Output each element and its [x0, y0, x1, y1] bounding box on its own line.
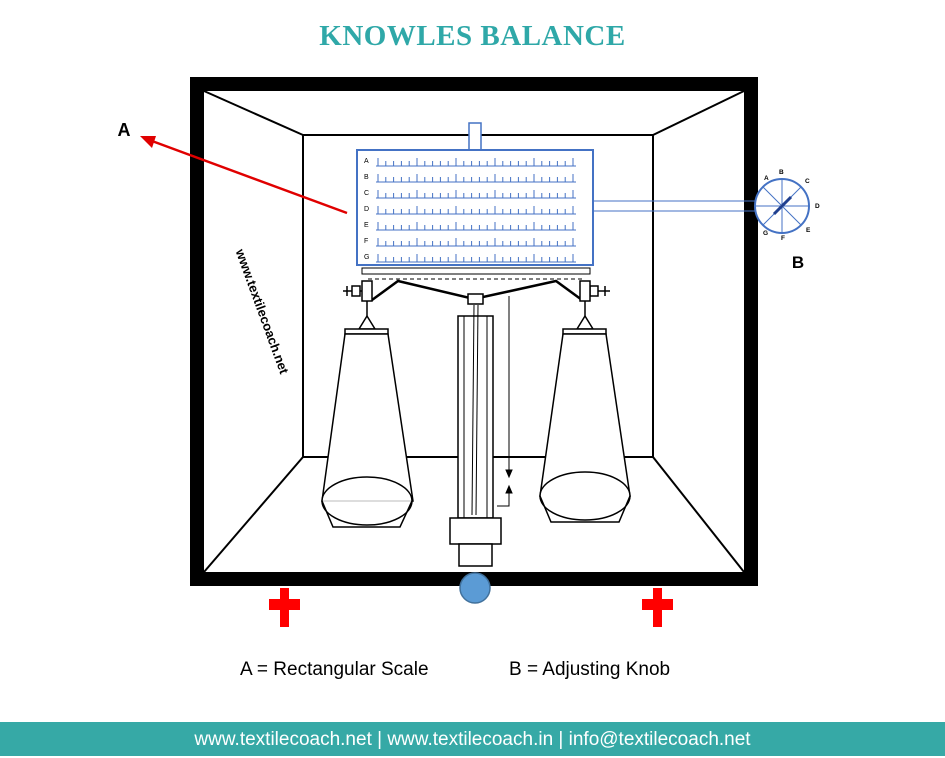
label-a: A — [118, 120, 131, 140]
legend-b: B = Adjusting Knob — [509, 659, 671, 680]
knob-pointer — [772, 195, 793, 216]
knob-letter: G — [763, 230, 768, 237]
scale-top-connector — [468, 122, 482, 151]
label-a-arrow — [140, 136, 348, 215]
label-b: B — [792, 253, 804, 272]
level-indicator — [459, 572, 491, 604]
central-pillar — [449, 293, 502, 567]
knob-letter: A — [764, 175, 769, 182]
scale-row-label: B — [364, 174, 369, 181]
knob-rod — [593, 200, 757, 212]
left-pan — [321, 315, 414, 528]
scale-row-label: E — [364, 222, 369, 229]
leveling-foot-left — [269, 588, 300, 627]
right-pivot — [579, 280, 610, 316]
scale-row-label: G — [364, 254, 369, 261]
scale-row-label: F — [364, 238, 368, 245]
watermark-text: www.textilecoach.net — [232, 246, 292, 376]
beam-hanger — [361, 267, 591, 280]
scale-row-label: A — [364, 158, 369, 165]
knob-letter: B — [779, 169, 784, 176]
knob-letter: E — [806, 227, 811, 234]
left-pivot — [343, 280, 373, 316]
right-pan — [539, 315, 631, 523]
knob-letter: D — [815, 203, 820, 210]
scale-row-label: D — [364, 206, 369, 213]
leveling-foot-right — [642, 588, 673, 627]
cabinet-perspective-lines — [203, 90, 745, 573]
adjusting-knob[interactable]: A B C D E F G — [754, 169, 820, 242]
knob-letter: C — [805, 178, 810, 185]
legend-a: A = Rectangular Scale — [240, 659, 429, 680]
footer-links: www.textilecoach.net | www.textilecoach.… — [0, 722, 945, 756]
scale-row-label: C — [364, 190, 369, 197]
rectangular-scale: A B C D E F G — [356, 149, 594, 266]
page-title: KNOWLES BALANCE — [319, 20, 626, 52]
knob-letter: F — [781, 235, 785, 242]
index-pointer — [497, 296, 513, 507]
